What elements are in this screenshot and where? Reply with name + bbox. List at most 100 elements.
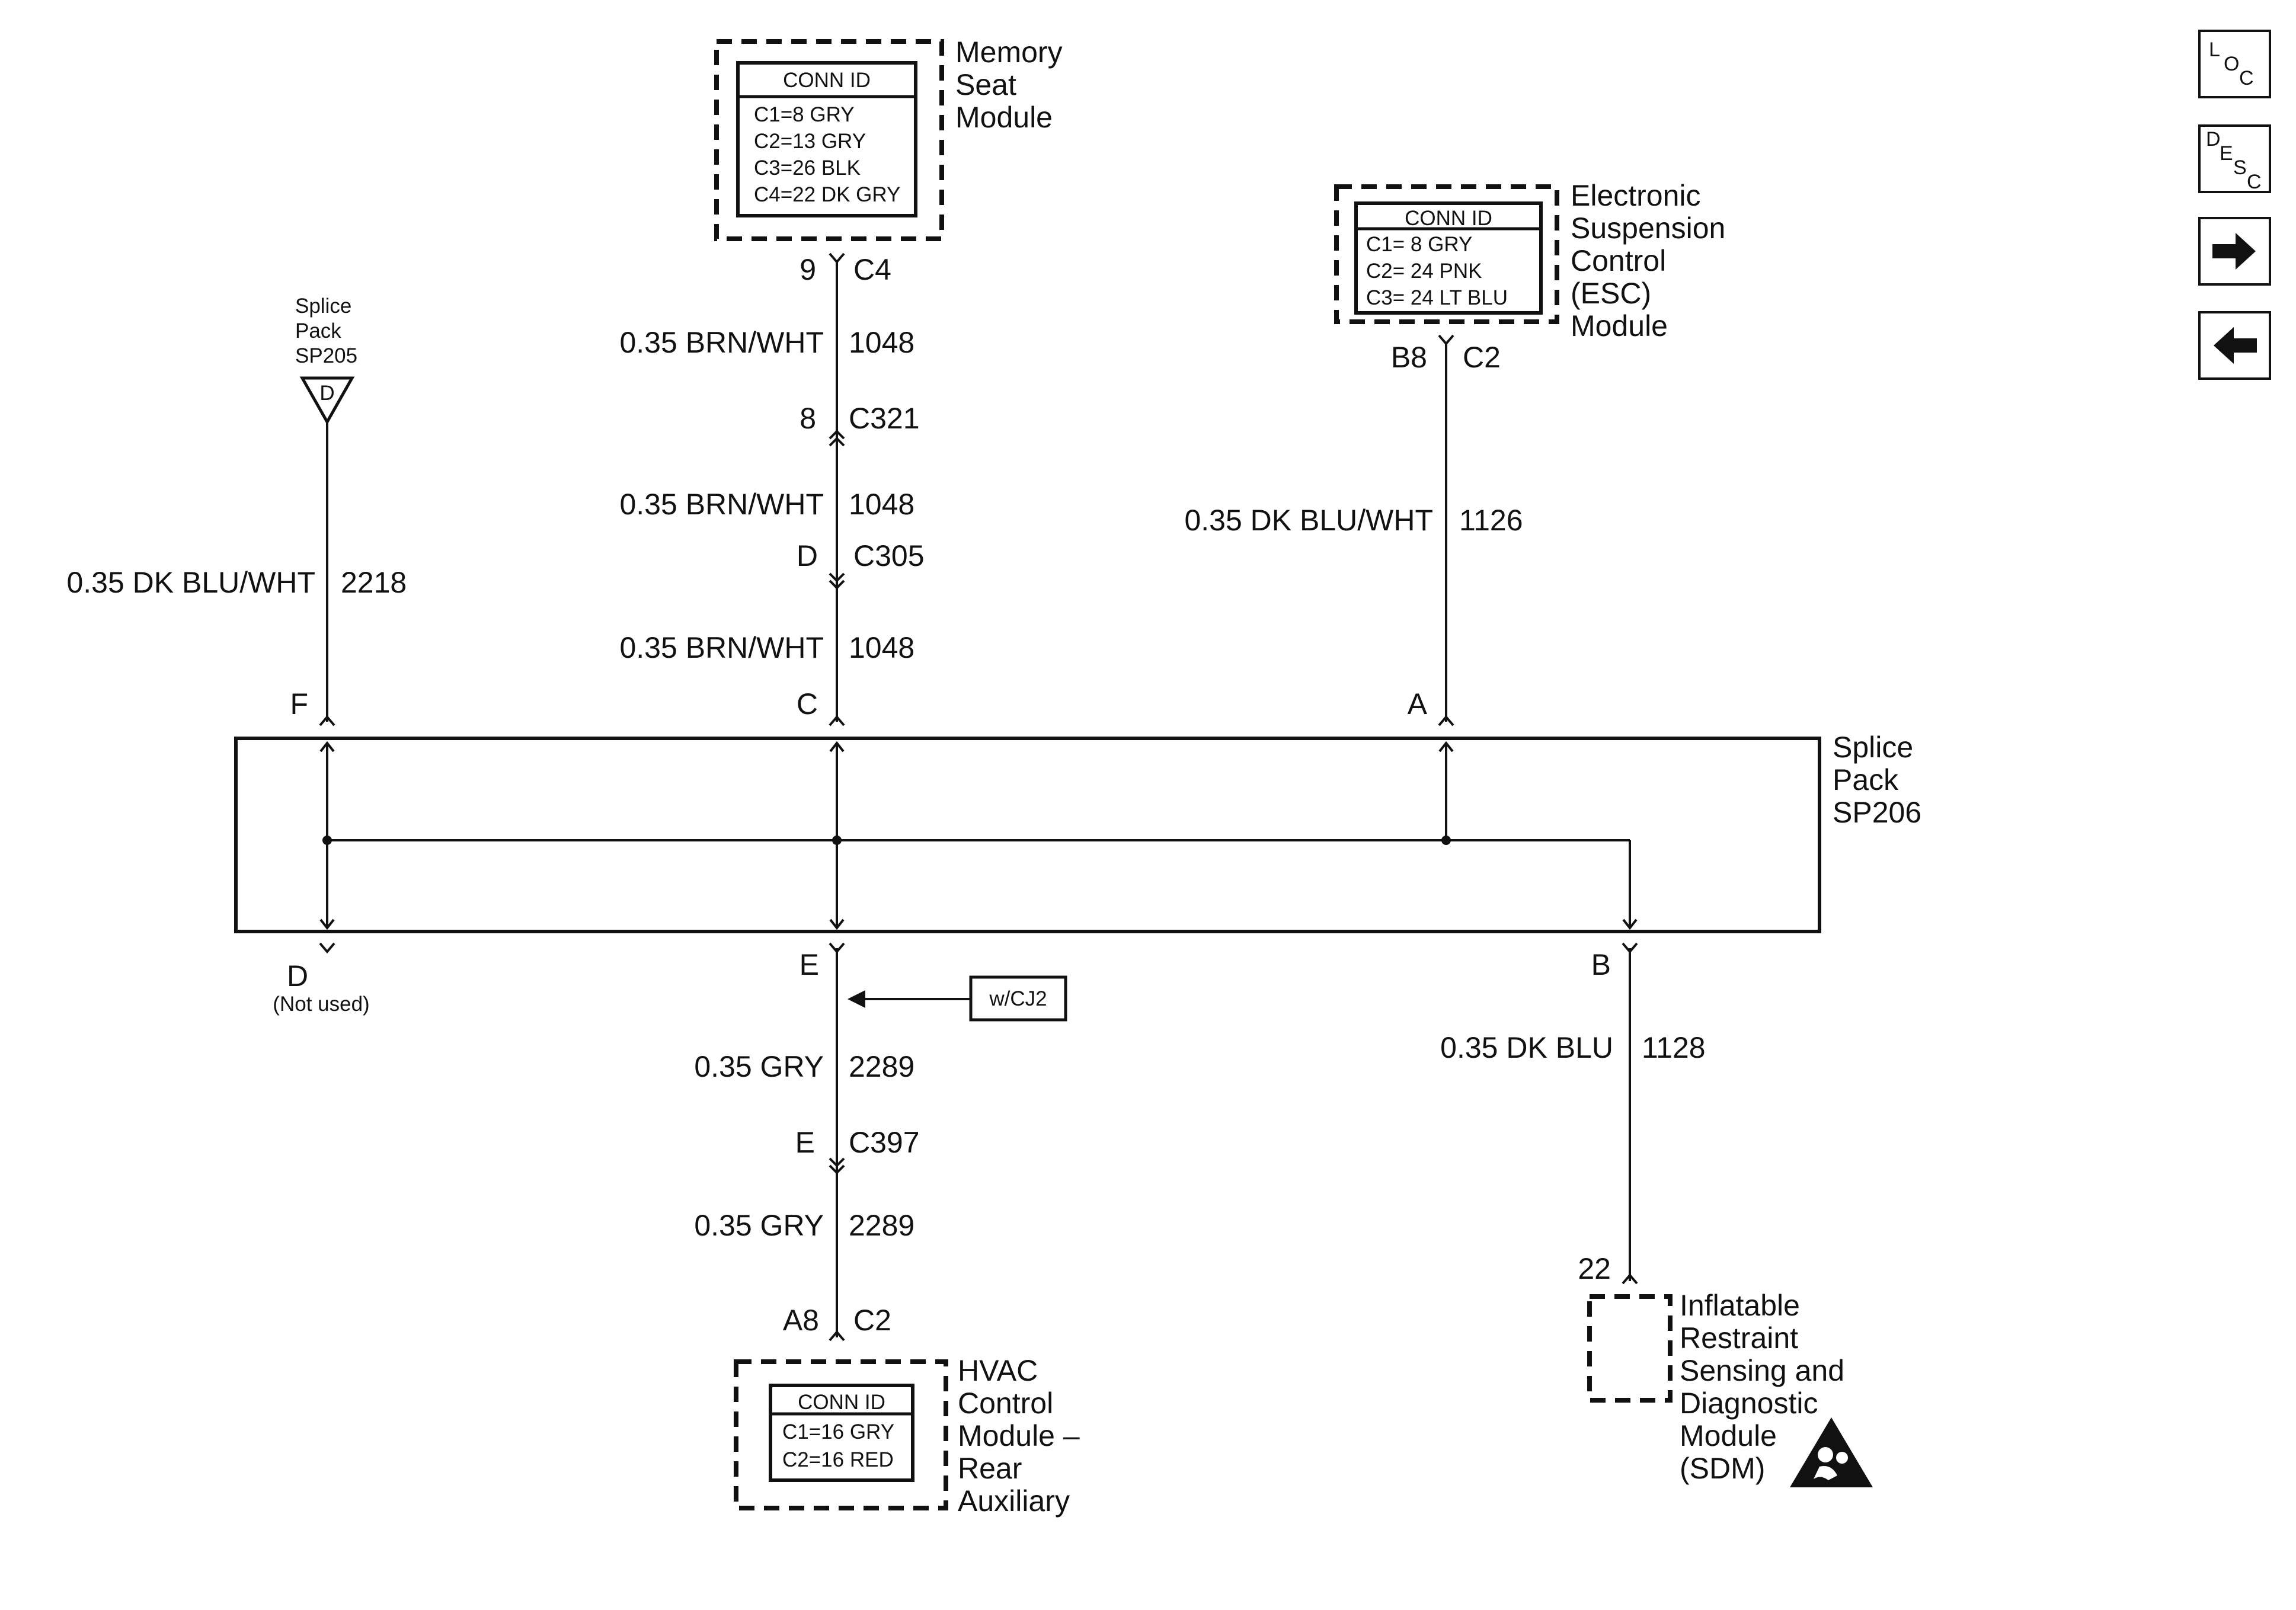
inline-connector-c397 — [829, 1157, 845, 1174]
circuit-number: 1126 — [1459, 504, 1523, 537]
option-tag-box: w/CJ2 — [969, 975, 1067, 1022]
module-name: HVAC — [958, 1354, 1038, 1387]
conn-id-box — [736, 61, 917, 217]
wire-color: 0.35 DK BLU/WHT — [1184, 504, 1433, 537]
module-name: Module — [1680, 1419, 1777, 1452]
pin-label: 8 — [800, 402, 816, 435]
module-name: Control — [958, 1387, 1053, 1420]
wire-color: 0.35 DK BLU — [1440, 1031, 1613, 1064]
sdm-module: Inflatable Restraint Sensing and Diagnos… — [1587, 1289, 1873, 1487]
conn-id-line: C4=22 DK GRY — [754, 183, 900, 206]
module-name: Module – — [958, 1419, 1080, 1452]
module-name: Sensing and — [1680, 1354, 1844, 1387]
splice-pin-label: F — [290, 687, 308, 721]
splice-pin-label: C — [797, 687, 818, 721]
module-name: (SDM) — [1680, 1452, 1765, 1485]
desc-letter-e: E — [2220, 142, 2233, 165]
splice-name: SP205 — [295, 344, 357, 367]
splice-junction — [1441, 836, 1451, 845]
splice-name: Splice — [295, 295, 351, 318]
not-used-note: (Not used) — [273, 993, 369, 1016]
conn-id-line: C2=13 GRY — [754, 130, 866, 153]
conn-id-line: C1=16 GRY — [782, 1420, 894, 1443]
inline-connector-c321 — [829, 430, 845, 447]
pin-label: E — [795, 1126, 815, 1159]
circuit-number: 2289 — [849, 1209, 914, 1242]
conn-id-title: CONN ID — [783, 69, 871, 92]
connector-label: C305 — [853, 539, 925, 572]
splice-pin-label: A — [1408, 687, 1428, 721]
module-name: Suspension — [1571, 212, 1725, 245]
module-name: (ESC) — [1571, 277, 1651, 310]
circuit-number: 1048 — [849, 326, 914, 359]
splice-name: SP206 — [1833, 796, 1921, 829]
conn-id-line: C2=16 RED — [782, 1448, 894, 1471]
hvac-module: CONN ID C1=16 GRY C2=16 RED HVAC Control… — [734, 1354, 1080, 1518]
circuit-number: 1048 — [849, 488, 914, 521]
loc-button[interactable]: L O C — [2198, 30, 2271, 98]
splice-pack-symbol — [299, 376, 355, 425]
circuit-number: 1048 — [849, 631, 914, 664]
conn-id-line: C2= 24 PNK — [1366, 260, 1482, 283]
circuit-number: 2289 — [849, 1050, 914, 1083]
splice-pin-label: B — [1591, 948, 1611, 981]
splice-name: Splice — [1833, 731, 1913, 764]
module-name: Control — [1571, 244, 1666, 277]
next-page-button[interactable] — [2198, 217, 2271, 286]
connector-label: C2 — [1463, 341, 1501, 374]
connector-label: C397 — [849, 1126, 920, 1159]
module-name: Memory — [955, 36, 1063, 69]
pin-label: A8 — [783, 1304, 819, 1337]
loc-letter-c: C — [2239, 67, 2254, 89]
conn-id-box — [1354, 201, 1543, 315]
wire-color: 0.35 GRY — [694, 1209, 824, 1242]
module-name: Restraint — [1680, 1321, 1798, 1355]
desc-letter-d: D — [2206, 128, 2221, 151]
connector-label: C4 — [853, 253, 891, 286]
conn-id-line: C3=26 BLK — [754, 156, 861, 180]
splice-junction — [832, 836, 842, 845]
wire-color: 0.35 BRN/WHT — [619, 631, 824, 664]
sp205-circuit: 0.35 DK BLU/WHT 2218 F — [66, 422, 407, 726]
module-name: Module — [955, 101, 1053, 134]
left-arrow-icon — [2214, 327, 2257, 364]
splice-pack-sp205: Splice Pack SP205 D — [295, 295, 357, 425]
conn-id-line: C1=8 GRY — [754, 103, 855, 126]
sdm-circuit: B 0.35 DK BLU 1128 22 — [1440, 942, 1706, 1285]
module-name: Auxiliary — [958, 1484, 1070, 1518]
desc-button[interactable]: D E S C — [2198, 124, 2271, 193]
airbag-warning-icon — [1790, 1417, 1873, 1487]
previous-page-button[interactable] — [2198, 311, 2271, 380]
module-name: Module — [1571, 309, 1668, 343]
conn-id-title: CONN ID — [1405, 207, 1492, 230]
right-arrow-icon — [2212, 233, 2256, 270]
circuit-number: 1128 — [1642, 1031, 1706, 1064]
wire-color: 0.35 DK BLU/WHT — [66, 566, 315, 599]
pin-label: 9 — [800, 253, 816, 286]
splice-name: Pack — [1833, 763, 1899, 796]
pin-label: 22 — [1578, 1252, 1611, 1285]
wire-color: 0.35 BRN/WHT — [619, 326, 824, 359]
splice-pack-sp206: Splice Pack SP206 D (Not used) — [234, 731, 1921, 1016]
option-tag: w/CJ2 — [989, 987, 1047, 1010]
connector-label: C2 — [853, 1304, 891, 1337]
module-name: Diagnostic — [1680, 1387, 1818, 1420]
module-name: Electronic — [1571, 179, 1701, 212]
conn-id-box — [769, 1384, 914, 1482]
desc-letter-s: S — [2233, 156, 2247, 179]
conn-id-title: CONN ID — [798, 1391, 885, 1414]
loc-letter-o: O — [2224, 53, 2239, 75]
circuit-number: 2218 — [341, 566, 407, 599]
module-name: Rear — [958, 1452, 1022, 1485]
splice-name: Pack — [295, 319, 341, 343]
module-name: Seat — [955, 68, 1016, 101]
splice-pin-label: E — [800, 948, 819, 981]
esc-module: CONN ID C1= 8 GRY C2= 24 PNK C3= 24 LT B… — [1334, 179, 1725, 343]
conn-id-line: C1= 8 GRY — [1366, 233, 1472, 256]
memory-seat-circuit: 9 C4 0.35 BRN/WHT 1048 8 C321 0.35 BRN/W… — [619, 252, 925, 726]
wire-color: 0.35 BRN/WHT — [619, 488, 824, 521]
splice-symbol-letter: D — [319, 382, 334, 405]
desc-letter-c: C — [2247, 171, 2262, 193]
connector-label: C321 — [849, 402, 920, 435]
